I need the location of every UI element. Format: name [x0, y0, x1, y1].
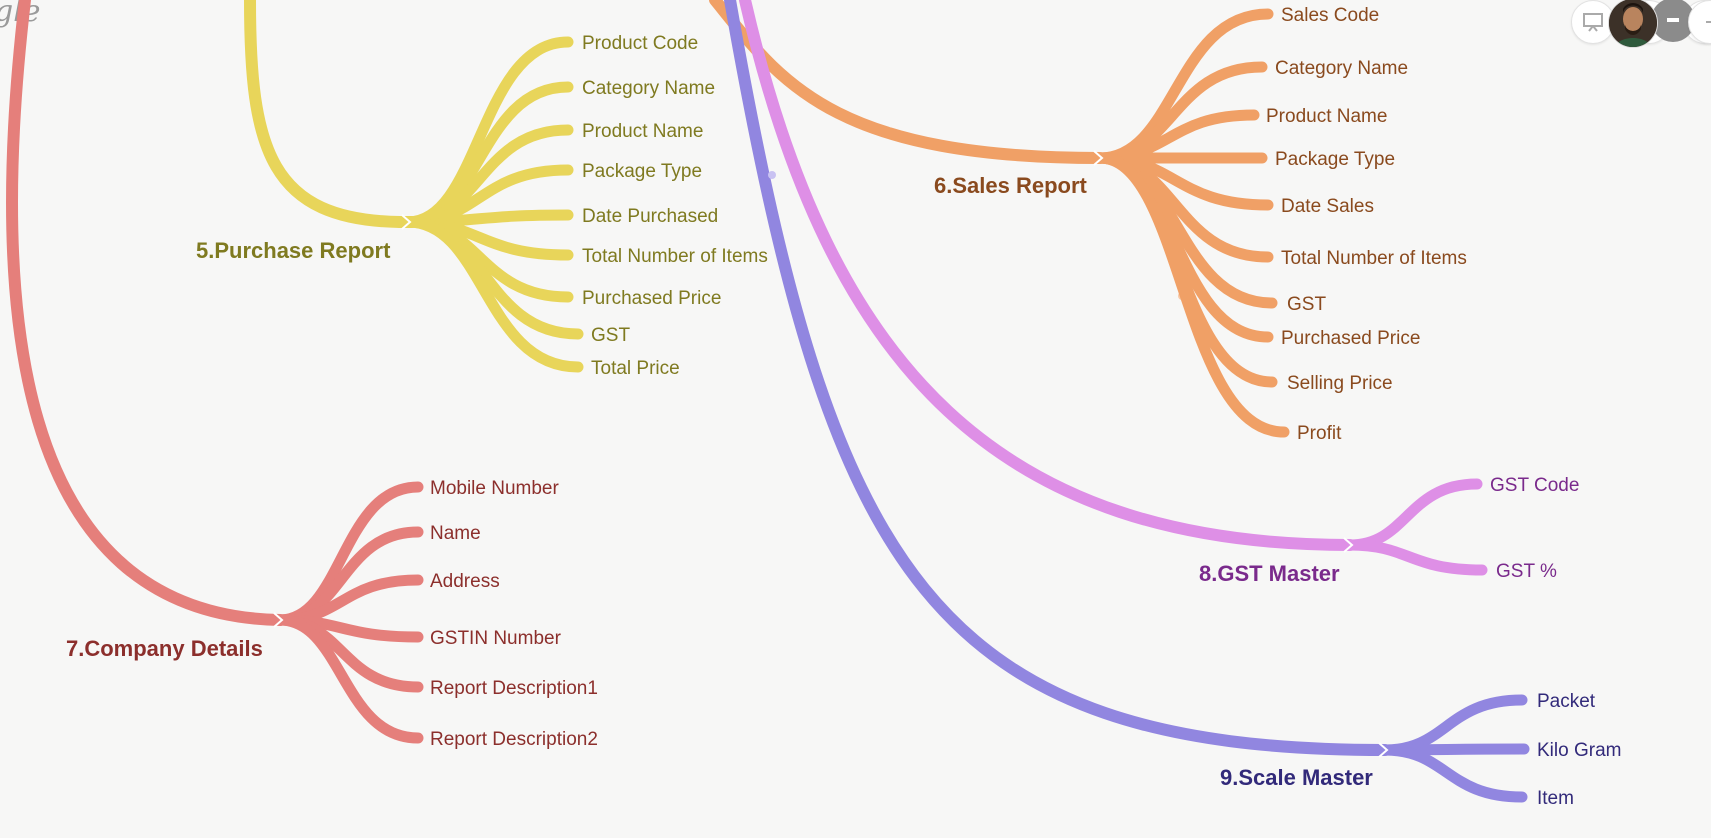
- connector-purchase: [244, 0, 406, 228]
- leaf-purchase-3[interactable]: Package Type: [582, 161, 702, 182]
- leaf-purchase-4[interactable]: Date Purchased: [582, 206, 718, 227]
- leaf-sales-8[interactable]: Selling Price: [1287, 373, 1393, 394]
- leaf-gst-1[interactable]: GST %: [1496, 561, 1557, 582]
- leaf-sales-2[interactable]: Product Name: [1266, 106, 1387, 127]
- branch-title-gst: 8.GST Master: [1199, 561, 1340, 586]
- collapse-button[interactable]: [1651, 0, 1695, 42]
- leaf-connector: [1379, 744, 1528, 803]
- leaf-company-0[interactable]: Mobile Number: [430, 478, 559, 499]
- branch-title-scale: 9.Scale Master: [1220, 765, 1373, 790]
- user-avatar[interactable]: [1608, 0, 1658, 48]
- leaf-connector: [1344, 478, 1483, 551]
- leaf-purchase-2[interactable]: Product Name: [582, 121, 703, 142]
- more-icon: [1706, 21, 1711, 23]
- branch-title-purchase: 5.Purchase Report: [196, 238, 391, 263]
- leaf-sales-0[interactable]: Sales Code: [1281, 5, 1379, 26]
- connector-sales: [709, 0, 1106, 164]
- leaf-connector: [1094, 109, 1260, 164]
- leaf-connector: [1344, 539, 1488, 576]
- leaf-connector: [274, 574, 424, 626]
- branch-title-company: 7.Company Details: [66, 636, 263, 661]
- leaf-purchase-8[interactable]: Total Price: [591, 358, 680, 379]
- connector-gst: [739, 0, 1356, 551]
- hub-chevron-icon[interactable]: [273, 612, 284, 628]
- leaf-connector: [274, 614, 424, 744]
- leaf-purchase-0[interactable]: Product Code: [582, 33, 698, 54]
- leaf-company-5[interactable]: Report Description2: [430, 729, 598, 750]
- leaf-connector: [1094, 8, 1274, 164]
- leaf-company-2[interactable]: Address: [430, 571, 500, 592]
- leaf-sales-5[interactable]: Total Number of Items: [1281, 248, 1467, 269]
- leaf-sales-9[interactable]: Profit: [1297, 423, 1342, 444]
- leaf-purchase-1[interactable]: Category Name: [582, 78, 715, 99]
- leaf-sales-6[interactable]: GST: [1287, 294, 1326, 315]
- presentation-icon: [1583, 13, 1603, 32]
- collapse-icon: [1667, 18, 1679, 22]
- branch-title-sales: 6.Sales Report: [934, 173, 1088, 198]
- hub-chevron-icon[interactable]: [1343, 537, 1354, 553]
- leaf-sales-3[interactable]: Package Type: [1275, 149, 1395, 170]
- leaf-connector: [1094, 152, 1290, 438]
- avatar-face-icon: [1609, 0, 1657, 47]
- leaf-connector: [402, 216, 584, 373]
- leaf-sales-1[interactable]: Category Name: [1275, 58, 1408, 79]
- leaf-purchase-6[interactable]: Purchased Price: [582, 288, 721, 309]
- hub-chevron-icon[interactable]: [401, 214, 412, 230]
- hub-chevron-icon[interactable]: [1378, 742, 1389, 758]
- leaf-company-3[interactable]: GSTIN Number: [430, 628, 562, 649]
- leaf-scale-2[interactable]: Item: [1537, 788, 1574, 809]
- hub-chevron-icon[interactable]: [1093, 150, 1104, 166]
- leaf-purchase-7[interactable]: GST: [591, 325, 630, 346]
- leaf-connector: [1379, 694, 1528, 756]
- leaf-gst-0[interactable]: GST Code: [1490, 475, 1579, 496]
- branch-company-details[interactable]: 7.Company Details Mobile NumberNameAddre…: [66, 478, 598, 750]
- connector-scale: [724, 0, 1391, 756]
- connector-company: [5, 0, 286, 626]
- presentation-button[interactable]: [1571, 0, 1615, 44]
- leaf-company-1[interactable]: Name: [430, 523, 481, 544]
- leaf-sales-4[interactable]: Date Sales: [1281, 196, 1374, 217]
- leaf-company-4[interactable]: Report Description1: [430, 678, 598, 699]
- leaf-scale-0[interactable]: Packet: [1537, 691, 1596, 712]
- leaf-scale-1[interactable]: Kilo Gram: [1537, 740, 1621, 761]
- main-connectors: [5, 0, 1391, 756]
- leaf-purchase-5[interactable]: Total Number of Items: [582, 246, 768, 267]
- leaf-sales-7[interactable]: Purchased Price: [1281, 328, 1420, 349]
